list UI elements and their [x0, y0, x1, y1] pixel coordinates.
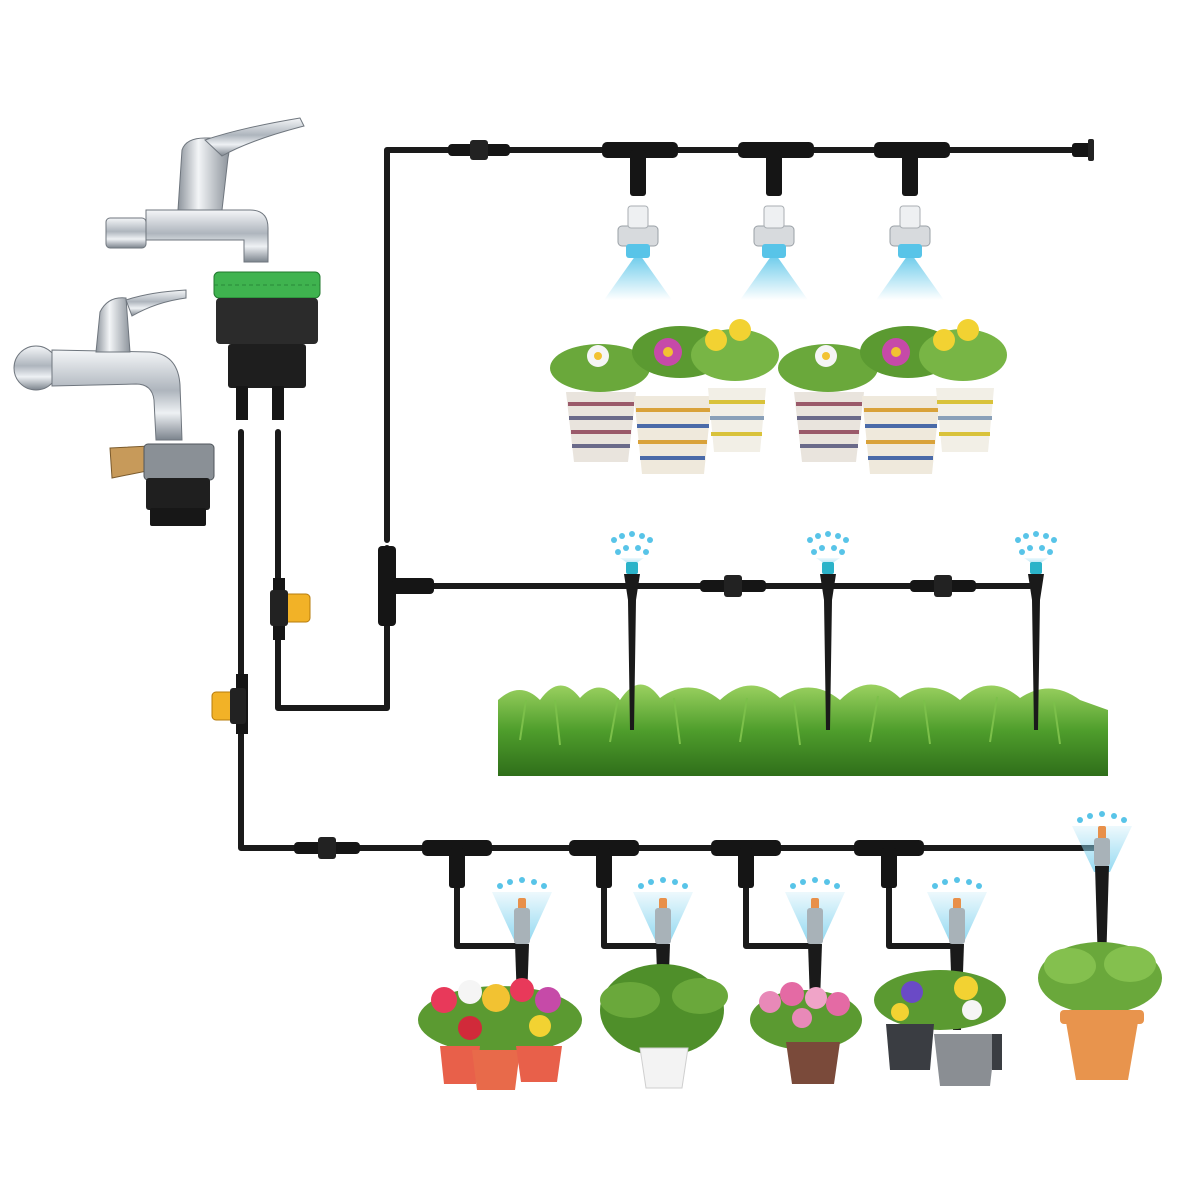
faucet-large [105, 117, 321, 420]
top-line [448, 139, 1094, 474]
straight-connector-icon [448, 140, 510, 160]
end-plug-icon [1072, 139, 1094, 161]
tee-connector-icon [569, 840, 639, 888]
tee-connector-icon [738, 142, 814, 196]
bottom-connector [294, 837, 360, 859]
stake-sprinkler-3 [1015, 531, 1057, 730]
middle-connector-2 [910, 575, 976, 597]
potted-plant-flowers-2 [750, 982, 862, 1084]
mist-station-2 [738, 142, 814, 300]
stake-sprinkler-icon [807, 531, 849, 730]
bottom-tee-3 [711, 840, 781, 888]
stake-sprinkler-icon [1072, 811, 1132, 965]
tubing-network [238, 147, 1103, 949]
mist-station-1 [602, 142, 678, 300]
middle-line [378, 531, 1108, 776]
faucet-small [13, 289, 215, 526]
mist-nozzle-icon [604, 205, 672, 300]
tee-connector-icon [422, 840, 492, 888]
potted-plant-group-right [778, 319, 1007, 474]
shutoff-valve-right [270, 578, 311, 640]
tee-connector-icon [711, 840, 781, 888]
bottom-line [294, 811, 1162, 1090]
shutoff-valve-icon [211, 674, 248, 734]
potted-plant-group-left [550, 319, 779, 474]
straight-connector-icon [700, 575, 766, 597]
potted-plant-flowers-3 [874, 970, 1006, 1086]
middle-tee-fitting [378, 546, 434, 626]
shutoff-valve-left [211, 674, 248, 734]
grass-strip-icon [498, 684, 1108, 776]
branch-tube-4 [886, 877, 953, 949]
shutoff-valve-icon [270, 578, 311, 640]
potted-plant-icon [1038, 942, 1162, 1080]
potted-plant-icon [750, 982, 862, 1084]
stake-sprinkler-icon [785, 877, 845, 1030]
faucet-icon [13, 289, 187, 441]
tee-connector-icon [378, 546, 434, 626]
potted-plant-icon [778, 319, 1007, 474]
mist-nozzle-icon [740, 205, 808, 300]
stake-sprinkler-icon [611, 531, 653, 730]
straight-connector-icon [294, 837, 360, 859]
faucet-icon [105, 117, 305, 263]
potted-plant-icon [600, 964, 728, 1089]
potted-plant-icon [874, 970, 1006, 1086]
dual-outlet-adapter-icon [213, 271, 321, 420]
main-tube-right [275, 429, 390, 711]
stake-sprinkler-2 [807, 531, 849, 730]
branch-tube-3 [743, 877, 811, 949]
dripper-5 [1072, 811, 1132, 965]
stake-sprinkler-1 [611, 531, 653, 730]
mist-station-3 [874, 142, 950, 300]
branch-tube-1 [454, 877, 518, 949]
potted-plant-icon [550, 319, 779, 474]
faucet-hose-adapter [109, 443, 215, 526]
dripper-3 [785, 877, 845, 1030]
straight-connector-icon [910, 575, 976, 597]
potted-plant-leafy [600, 964, 728, 1089]
branch-tube-2 [601, 877, 659, 949]
potted-plant-herb [1038, 942, 1162, 1080]
middle-connector-1 [700, 575, 766, 597]
bottom-tee-1 [422, 840, 492, 888]
bottom-tee-2 [569, 840, 639, 888]
riser-tube [384, 147, 448, 543]
tee-connector-icon [874, 142, 950, 196]
potted-plant-flowers-1 [418, 978, 582, 1090]
tee-connector-icon [854, 840, 924, 888]
stake-sprinkler-icon [1015, 531, 1057, 730]
bottom-tee-4 [854, 840, 924, 888]
potted-plant-icon [418, 978, 582, 1090]
tee-connector-icon [602, 142, 678, 196]
mist-nozzle-icon [876, 205, 944, 300]
main-tube-left [238, 429, 303, 851]
